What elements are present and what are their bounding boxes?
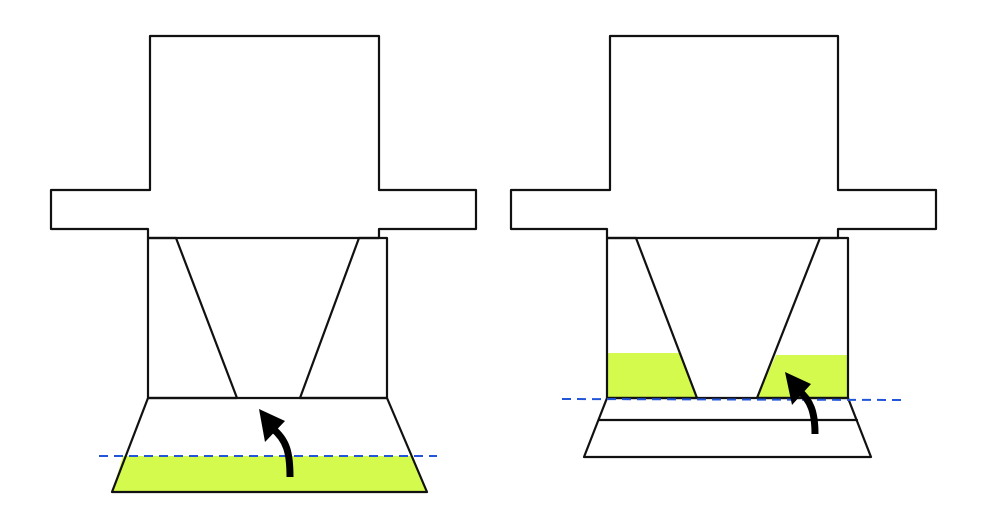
left-top-vessel-outline [49,34,478,240]
left-left-wedge-outline [146,236,239,400]
right-left-wedge-liquid [607,353,697,398]
right-flow-arrow-head [785,372,811,405]
right-top-vessel-outline [509,34,938,240]
right-liquid-level-line [561,398,903,401]
right-right-wedge-liquid [757,355,848,398]
left-liquid-fill [112,456,427,492]
left-right-wedge-outline [298,236,389,400]
right-panel [509,34,938,459]
left-panel [49,34,478,494]
right-lower-base-outline [582,396,873,459]
left-lower-chamber-outline [110,396,429,494]
left-flow-arrow-head [259,409,285,442]
